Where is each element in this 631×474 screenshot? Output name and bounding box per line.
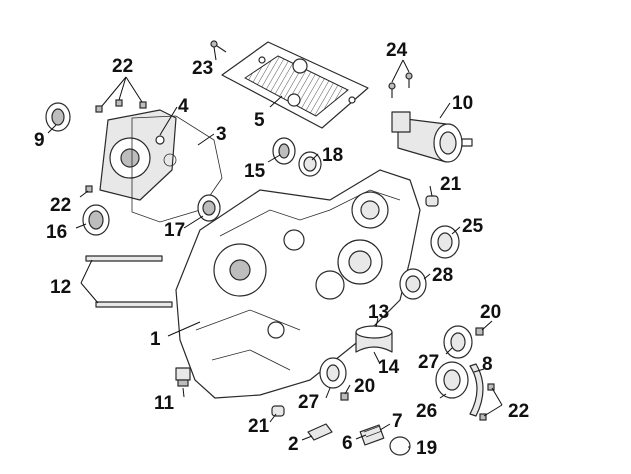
callout-22-right: 22 [508,401,529,422]
oil-seal-17-part [197,194,221,222]
callout-10: 10 [452,93,473,114]
callout-4: 4 [178,96,189,117]
drain-plug-part [175,367,191,387]
sleeve-bearing-part [355,325,393,353]
callout-6: 6 [342,433,353,454]
callout-12: 12 [50,277,71,298]
callout-21-lower: 21 [248,416,270,437]
bearing-28-part [399,268,427,300]
callout-24: 24 [386,40,408,61]
bolts-24-part [388,72,413,98]
bearing-27a-part [443,325,473,359]
callout-3: 3 [216,124,227,145]
bearing-18-part [298,151,322,177]
side-gasket-part [131,115,223,223]
callout-17: 17 [164,220,185,241]
dowel-21b-part [271,405,285,417]
callout-22-top-left: 22 [112,56,133,77]
oil-screen-part [359,424,385,446]
callout-20-lower: 20 [354,376,375,397]
callout-8: 8 [482,354,493,375]
callout-20-right: 20 [480,302,501,323]
callout-16: 16 [46,222,67,243]
bearing-26-part [435,361,469,399]
callout-9: 9 [34,130,45,151]
callout-23: 23 [192,58,213,79]
callout-5: 5 [254,110,265,131]
studs-12-part [85,255,173,308]
callout-19: 19 [416,438,437,459]
oil-seal-16-part [82,204,110,236]
o-ring-19-part [389,436,411,456]
callout-27-right: 27 [418,352,439,373]
callout-27-lower: 27 [298,392,319,413]
cover-plate-part [307,423,333,441]
callout-14: 14 [378,357,400,378]
callout-labels: 22 4 3 9 23 24 5 10 15 18 21 22 16 17 25… [34,40,529,459]
dowel-21a-part [425,195,439,207]
callout-26: 26 [416,401,437,422]
gasket-panel-part [221,41,369,129]
bearing-27b-part [319,357,347,389]
seal-15-part [272,137,296,165]
bolt-20a-part [475,327,484,336]
bolt-23-part [210,40,227,53]
callout-1: 1 [150,329,161,350]
callout-7: 7 [392,411,403,432]
crankcase-part [175,169,421,399]
bearing-25-part [430,225,460,259]
callout-2: 2 [288,434,299,455]
leader-lines [47,46,503,448]
callout-25: 25 [462,216,484,237]
bolt-20b-part [340,392,349,401]
callout-28: 28 [432,265,453,286]
retaining-plate-part [469,363,484,417]
side-cover-part [99,109,177,201]
starter-motor-part [391,111,473,163]
callout-22-left: 22 [50,195,71,216]
callout-13: 13 [368,302,389,323]
callout-21-upper: 21 [440,174,462,195]
screws-22-part [85,99,495,421]
callout-15: 15 [244,161,266,182]
callout-18: 18 [322,145,343,166]
callout-11: 11 [154,393,175,414]
oil-seal-9-part [45,102,71,132]
